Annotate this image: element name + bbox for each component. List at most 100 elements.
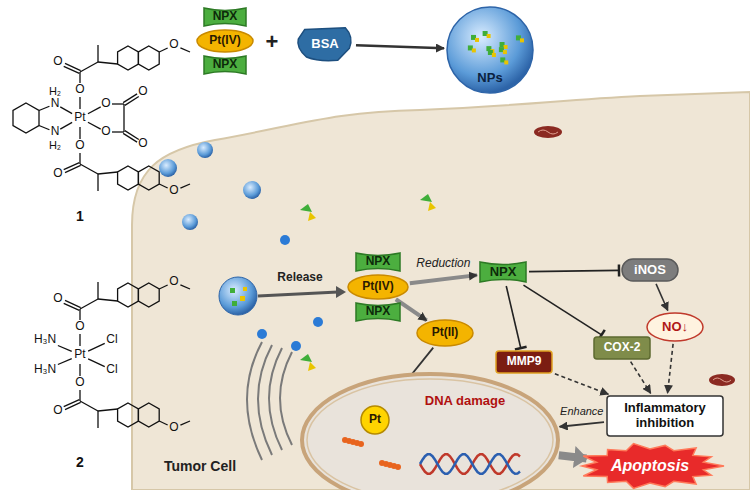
atom-label: O bbox=[75, 83, 84, 97]
ring bbox=[138, 403, 159, 427]
atom-label: O bbox=[75, 139, 84, 153]
bsa-protein-text: BSA bbox=[311, 37, 338, 52]
nucleus-shape bbox=[300, 372, 560, 490]
bond bbox=[65, 402, 81, 409]
ring bbox=[118, 46, 139, 70]
shape bbox=[594, 337, 650, 359]
atom-label: H₃N bbox=[34, 333, 56, 347]
inos-box-text: iNOS bbox=[634, 263, 666, 278]
drug-dot bbox=[504, 60, 508, 64]
bond bbox=[80, 164, 98, 174]
npx-ligand-text: NPX bbox=[490, 265, 517, 280]
nanoparticle: NPs bbox=[446, 6, 534, 94]
atom-label: Cl bbox=[106, 333, 117, 347]
bond bbox=[159, 421, 167, 425]
ring bbox=[138, 46, 159, 70]
apoptosis-star-text: Apoptosis bbox=[611, 457, 689, 475]
inhibition-line bbox=[506, 286, 520, 348]
platinum-adduct: Pt bbox=[360, 405, 390, 435]
npx-ligand-text: NPX bbox=[213, 10, 238, 24]
shape bbox=[356, 303, 400, 321]
shape bbox=[298, 28, 351, 61]
arrow bbox=[656, 284, 668, 311]
bond bbox=[98, 172, 118, 174]
shape bbox=[496, 351, 552, 373]
bond bbox=[159, 285, 167, 289]
dna-fragment bbox=[358, 441, 364, 447]
bond bbox=[64, 303, 80, 310]
shape bbox=[480, 262, 526, 282]
atom-label: O bbox=[75, 320, 84, 334]
bond bbox=[97, 174, 98, 191]
atom-label: O bbox=[169, 184, 178, 198]
release-arrow bbox=[258, 292, 338, 296]
release-arrowhead bbox=[336, 286, 346, 298]
cox2-box: COX-2 bbox=[593, 336, 651, 360]
bond bbox=[79, 153, 80, 164]
atom-label: O bbox=[169, 38, 178, 52]
ring bbox=[138, 283, 159, 307]
bond bbox=[64, 66, 80, 73]
nucleus: DNA damagePt bbox=[300, 372, 560, 490]
shape bbox=[447, 7, 533, 93]
bond bbox=[64, 163, 80, 170]
shape bbox=[307, 379, 553, 490]
npx-ligand: NPX bbox=[203, 6, 247, 28]
atom-label: O bbox=[138, 85, 147, 99]
atom-label: O bbox=[138, 137, 147, 151]
bond bbox=[58, 346, 72, 352]
npx-ligand: NPX bbox=[355, 301, 401, 323]
arrow bbox=[356, 45, 444, 48]
inflammation-box: Inflammatory inhibition bbox=[606, 395, 724, 437]
bond bbox=[98, 299, 118, 301]
ring bbox=[118, 166, 139, 190]
atom-label: O bbox=[75, 376, 84, 390]
chemical-structures bbox=[13, 45, 190, 428]
bond bbox=[79, 364, 80, 376]
atom-label: O bbox=[101, 125, 110, 139]
atom-label: O bbox=[53, 55, 62, 69]
shape bbox=[204, 56, 246, 74]
bond bbox=[125, 97, 139, 106]
bond bbox=[88, 359, 105, 367]
drug-dot bbox=[504, 45, 508, 49]
bond bbox=[80, 299, 98, 309]
shape bbox=[197, 30, 253, 52]
arrow bbox=[410, 275, 477, 283]
inhibition-line bbox=[529, 270, 619, 271]
bond bbox=[97, 411, 98, 428]
bond bbox=[180, 48, 190, 52]
drug-dot bbox=[492, 53, 496, 57]
dna-strand bbox=[420, 454, 520, 474]
bond bbox=[112, 131, 124, 132]
platinum-ii: Pt(II) bbox=[416, 319, 474, 347]
plus-sign: + bbox=[266, 29, 279, 54]
arrow bbox=[555, 374, 608, 394]
ring bbox=[118, 283, 139, 307]
drug-dot bbox=[520, 38, 524, 42]
mmp9-box: MMP9 bbox=[495, 350, 553, 374]
bond bbox=[123, 133, 137, 142]
npx-ligand: NPX bbox=[203, 54, 247, 76]
arrow bbox=[668, 344, 674, 393]
shape bbox=[361, 406, 389, 434]
bond bbox=[97, 282, 98, 299]
arrow bbox=[560, 422, 604, 427]
shape bbox=[622, 259, 678, 281]
nanoparticle-text: NPs bbox=[477, 71, 502, 86]
bond bbox=[180, 184, 190, 188]
no-oval-text: NO↓ bbox=[662, 320, 688, 335]
bond bbox=[60, 122, 72, 129]
ring bbox=[13, 103, 39, 133]
edge-label: Reduction bbox=[414, 257, 472, 271]
inos-box: iNOS bbox=[621, 258, 679, 282]
step-label: Release bbox=[277, 271, 322, 285]
bond bbox=[79, 390, 80, 401]
cox2-box-text: COX-2 bbox=[604, 341, 641, 355]
drug-dot bbox=[503, 50, 507, 54]
platinum-ii-text: Pt(II) bbox=[432, 326, 459, 340]
bond bbox=[180, 421, 190, 425]
bond bbox=[58, 359, 72, 365]
drug-fragments bbox=[257, 194, 436, 371]
